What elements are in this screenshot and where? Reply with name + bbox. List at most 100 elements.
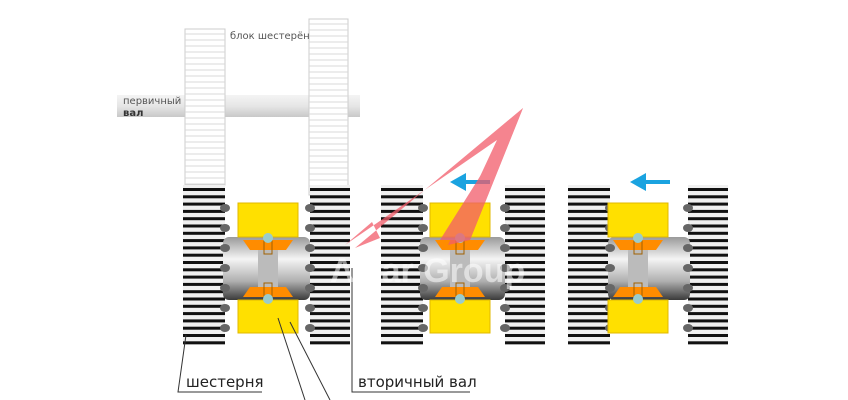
dog-tooth — [418, 324, 428, 332]
gear-tooth — [568, 268, 610, 272]
dog-tooth — [220, 224, 230, 232]
gear-tooth — [381, 253, 423, 257]
gear-tooth — [310, 239, 350, 243]
gear-tooth — [183, 319, 225, 323]
synchro-unit-1 — [183, 185, 350, 345]
dog-tooth — [305, 284, 315, 292]
gear-tooth — [183, 188, 225, 191]
hub-splines — [450, 250, 470, 287]
blocking-ring — [243, 240, 293, 250]
synchronizer-sleeve — [237, 202, 299, 334]
gear-tooth — [183, 202, 225, 206]
gear-tooth — [183, 231, 225, 235]
gear-tooth — [183, 297, 225, 301]
gear-tooth — [688, 202, 728, 206]
gear-tooth — [688, 188, 728, 191]
gear-tooth — [505, 290, 545, 294]
gear-body — [184, 28, 226, 186]
gear-tooth — [310, 224, 350, 228]
dog-tooth — [683, 304, 693, 312]
gear-tooth — [381, 239, 423, 243]
dog-tooth — [305, 264, 315, 272]
gear-tooth — [183, 217, 225, 221]
gear-tooth — [310, 282, 350, 286]
gear-body — [308, 18, 349, 196]
gear-tooth — [505, 282, 545, 286]
gear-tooth — [310, 188, 350, 191]
gear-tooth — [381, 268, 423, 272]
gear-tooth — [310, 246, 350, 250]
gear-tooth — [310, 268, 350, 272]
dog-tooth — [500, 204, 510, 212]
gear-tooth — [381, 231, 423, 235]
left-gear — [568, 185, 610, 345]
gear-tooth — [568, 304, 610, 308]
gear-tooth — [568, 341, 610, 345]
primary-shaft — [117, 95, 360, 117]
dog-tooth — [683, 264, 693, 272]
dog-tooth — [605, 284, 615, 292]
gear-tooth — [310, 312, 350, 316]
gear-tooth — [183, 239, 225, 243]
gear-tooth — [688, 275, 728, 279]
left-gear — [183, 185, 225, 345]
gear-tooth — [688, 246, 728, 250]
gear-tooth — [381, 275, 423, 279]
gear-tooth — [310, 290, 350, 294]
gear-tooth — [688, 290, 728, 294]
right-gear — [688, 185, 728, 345]
gear-tooth — [505, 217, 545, 221]
dog-tooth — [305, 244, 315, 252]
gear-tooth — [381, 304, 423, 308]
gear-tooth — [381, 282, 423, 286]
gear-tooth — [381, 224, 423, 228]
detent-ball — [633, 294, 643, 304]
gear-tooth — [688, 231, 728, 235]
gear-tooth — [568, 261, 610, 264]
gear-tooth — [310, 195, 350, 199]
gear-label: шестерня — [186, 373, 264, 391]
gear-tooth — [568, 275, 610, 279]
gear-tooth — [505, 195, 545, 199]
gear-tooth — [568, 239, 610, 243]
gear-tooth — [568, 246, 610, 250]
gear-tooth — [505, 312, 545, 316]
upper-gear-2 — [308, 18, 349, 196]
gear-tooth — [381, 334, 423, 337]
gear-tooth — [568, 282, 610, 286]
dog-tooth — [220, 244, 230, 252]
gear-tooth — [568, 217, 610, 221]
gear-tooth — [310, 341, 350, 345]
gear-tooth — [505, 246, 545, 250]
gear-tooth — [381, 290, 423, 294]
gear-tooth — [505, 239, 545, 243]
synchronizer-sleeve — [607, 202, 669, 334]
gear-tooth — [310, 253, 350, 257]
gear-tooth — [505, 304, 545, 308]
dog-tooth — [683, 284, 693, 292]
gear-tooth — [183, 268, 225, 272]
dog-tooth — [605, 244, 615, 252]
dog-tooth — [305, 224, 315, 232]
dog-tooth — [683, 244, 693, 252]
gear-tooth — [381, 209, 423, 213]
detent-ball — [263, 233, 273, 243]
dog-tooth — [418, 284, 428, 292]
gear-tooth — [505, 275, 545, 279]
gear-tooth — [505, 209, 545, 213]
right-gear — [310, 185, 350, 345]
gear-tooth — [183, 224, 225, 228]
gear-tooth — [688, 326, 728, 330]
gear-tooth — [568, 202, 610, 206]
gear-tooth — [688, 224, 728, 228]
svg-text:Av ar Group: Av ar Group — [330, 252, 525, 290]
gear-tooth — [688, 297, 728, 301]
gear-tooth — [310, 304, 350, 308]
gear-tooth — [310, 202, 350, 206]
gear-tooth — [505, 268, 545, 272]
gear-tooth — [310, 261, 350, 264]
blocking-ring — [243, 287, 293, 297]
blocking-ring — [435, 240, 485, 250]
arrow-head — [450, 173, 466, 191]
